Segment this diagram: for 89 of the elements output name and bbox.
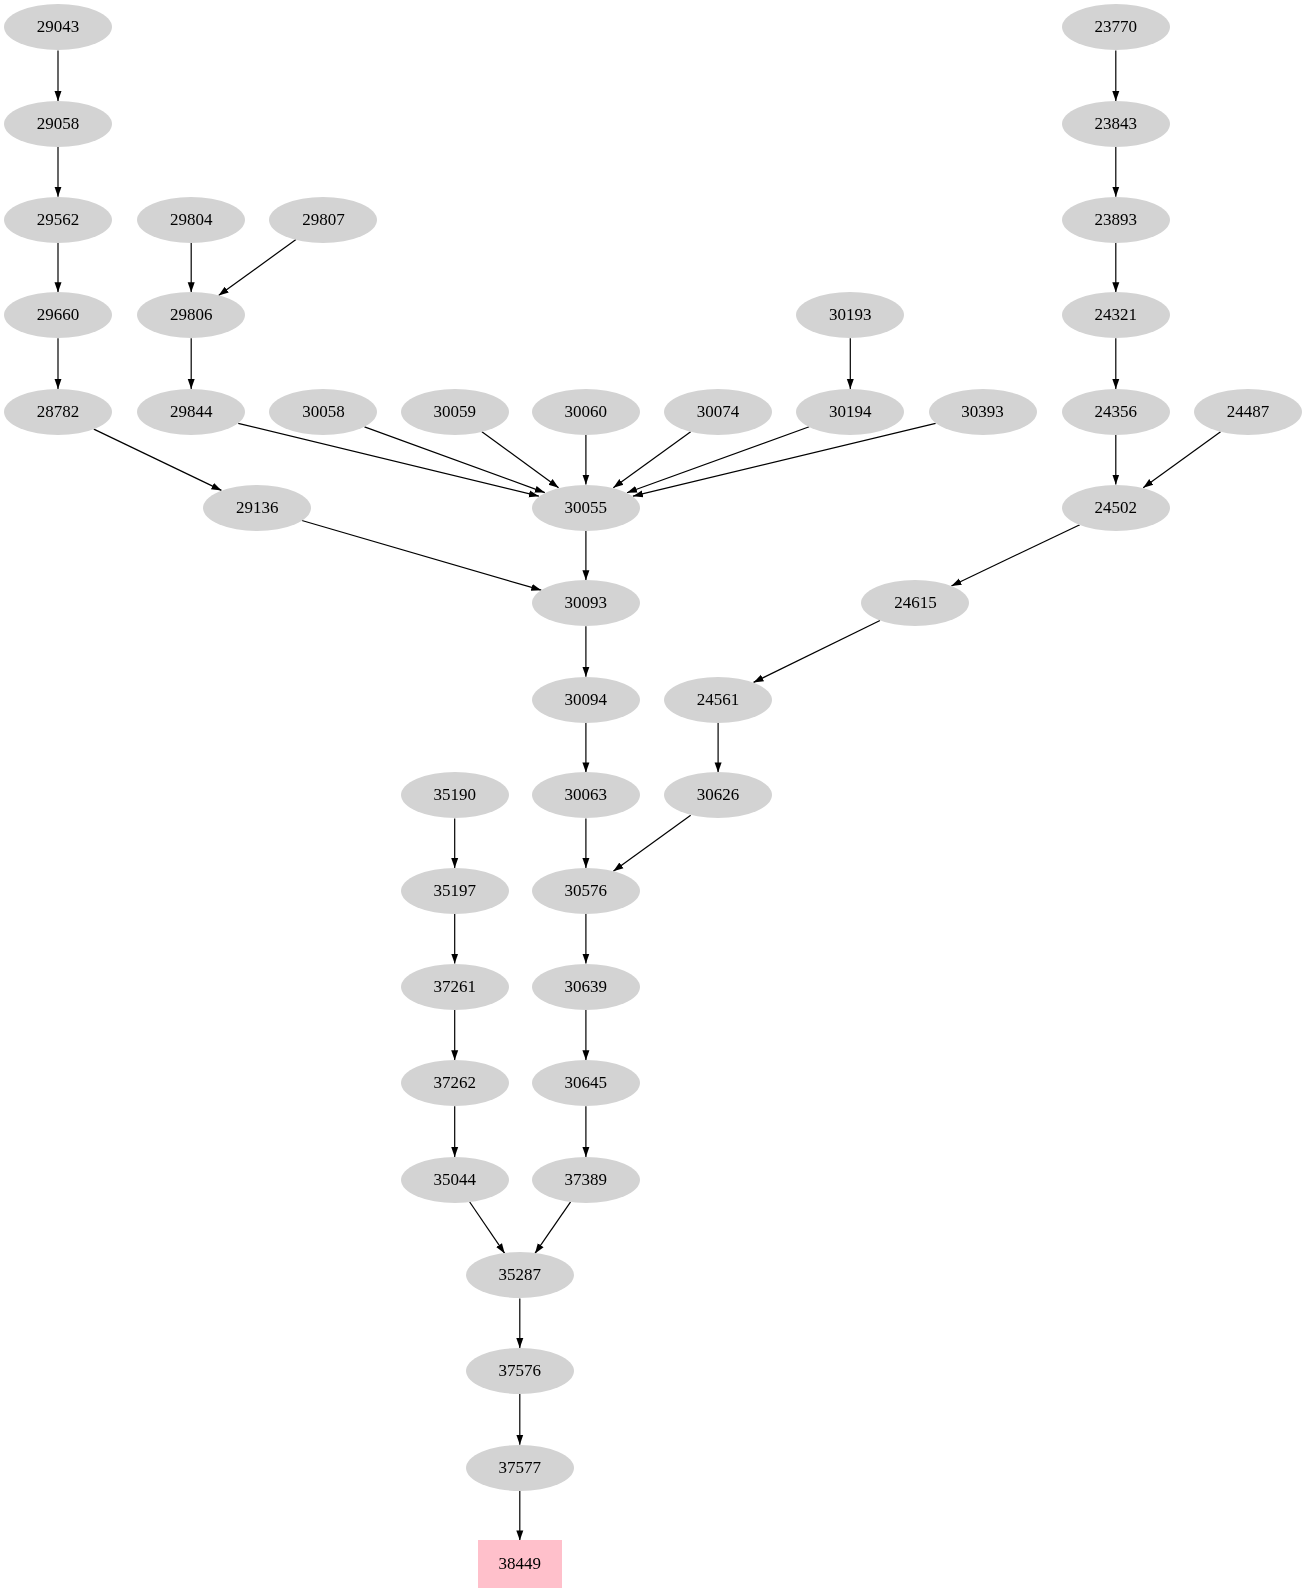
arrow	[481, 431, 560, 489]
node-label: 30055	[564, 497, 608, 518]
node-label: 35044	[433, 1169, 476, 1190]
node-label: 37261	[433, 976, 476, 997]
arrow	[752, 619, 881, 683]
arrow	[582, 913, 590, 965]
arrow	[714, 722, 722, 773]
arrow	[363, 426, 546, 494]
node-label: 24356	[1094, 401, 1138, 422]
node-label: 29807	[302, 209, 345, 230]
arrow	[516, 1297, 524, 1349]
arrow	[54, 49, 62, 102]
node-label: 24487	[1226, 401, 1270, 422]
arrow	[632, 422, 937, 498]
arrow	[54, 337, 62, 390]
node-label: 29660	[36, 305, 80, 326]
node-ellipse	[531, 484, 640, 531]
node-label: 30094	[564, 689, 608, 710]
node-label: 23843	[1094, 114, 1138, 135]
arrow	[582, 1105, 590, 1158]
arrow	[534, 1201, 572, 1254]
node-label: 37576	[498, 1361, 541, 1382]
arrow	[187, 242, 195, 293]
arrow	[1112, 242, 1120, 293]
arrow	[846, 337, 854, 390]
arrow	[516, 1393, 524, 1446]
node-label: 30193	[829, 305, 872, 326]
node-label: 24615	[894, 593, 937, 614]
arrow	[187, 337, 195, 390]
node-label: 37262	[433, 1073, 476, 1094]
node-label: 23893	[1094, 209, 1138, 230]
node-label: 29043	[36, 17, 80, 38]
node-label: 30645	[564, 1073, 608, 1094]
node-label: 29136	[236, 497, 279, 518]
node-label: 35287	[498, 1265, 541, 1286]
arrow	[54, 242, 62, 293]
node-label: 24561	[696, 689, 740, 710]
node-label: 30093	[564, 593, 608, 614]
node-label: 38449	[498, 1554, 541, 1575]
node-label: 30576	[564, 881, 608, 901]
node-label: 28782	[36, 401, 80, 422]
arrow	[93, 428, 223, 491]
arrow	[218, 238, 297, 297]
arrow	[451, 913, 459, 965]
arrow	[950, 524, 1081, 587]
arrow	[582, 625, 590, 678]
node-label: 30194	[829, 401, 872, 422]
node-label: 30058	[302, 401, 345, 422]
arrow	[237, 422, 540, 498]
arrow	[1112, 49, 1120, 102]
arrow	[1112, 434, 1120, 486]
arrow	[612, 814, 692, 872]
node-label: 24502	[1094, 497, 1138, 518]
arrow	[582, 817, 590, 869]
node-label: 29806	[169, 305, 213, 326]
arrow	[582, 1009, 590, 1061]
arrow	[626, 426, 810, 494]
arrow	[1112, 146, 1120, 198]
arrow	[612, 431, 692, 489]
node-label: 30393	[961, 401, 1004, 422]
node-label: 29844	[169, 401, 213, 422]
node-label: 29058	[36, 114, 80, 135]
node-label: 30074	[696, 401, 740, 422]
arrow	[469, 1201, 506, 1254]
node-label: 30060	[564, 401, 608, 422]
arrow	[582, 722, 590, 773]
arrow	[1142, 431, 1222, 489]
node-label: 23770	[1094, 17, 1138, 38]
arrow	[301, 519, 542, 591]
node-label: 37577	[498, 1457, 541, 1478]
target-node-box	[477, 1540, 562, 1589]
node-label: 24321	[1094, 305, 1138, 326]
arrow	[582, 434, 590, 486]
node-label: 35197	[433, 881, 476, 901]
arrow	[516, 1490, 524, 1541]
node-label: 37389	[564, 1169, 608, 1190]
node-label: 30059	[433, 401, 476, 422]
node-label: 30626	[696, 785, 740, 806]
arrow	[451, 1009, 459, 1061]
node-label: 30063	[564, 785, 608, 806]
node-label: 29562	[36, 209, 80, 230]
node-label: 30639	[564, 976, 608, 997]
arrow	[451, 1105, 459, 1158]
node-label: 35190	[433, 785, 476, 806]
arrow	[451, 817, 459, 869]
arrow	[582, 529, 590, 581]
node-label: 29804	[169, 209, 213, 230]
arrow	[54, 146, 62, 198]
arrow	[1112, 337, 1120, 390]
